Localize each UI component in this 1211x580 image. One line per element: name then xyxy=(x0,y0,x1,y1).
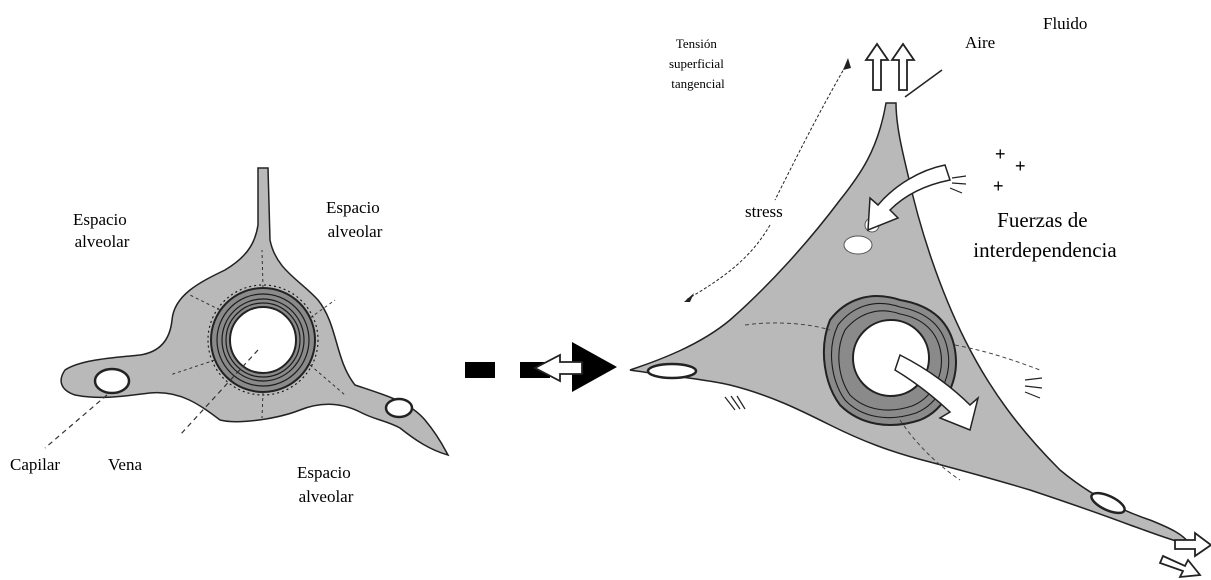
up-arrow-1 xyxy=(866,44,888,90)
label-tension-superficial: Tensión superficial tangencial xyxy=(669,36,727,91)
label-fuerzas-interdependencia: Fuerzas de interdependencia xyxy=(973,208,1117,262)
svg-text:+: + xyxy=(995,144,1006,164)
vein-lumen xyxy=(230,307,296,373)
capillary-left xyxy=(95,369,129,393)
label-capilar: Capilar xyxy=(10,455,60,474)
stretched-alveolar-junction: + + + xyxy=(630,103,1190,545)
label-espacio-alveolar-topright: Espacio alveolar xyxy=(326,198,384,241)
stretched-capillary-left xyxy=(648,364,696,378)
plus-signs: + + + xyxy=(993,144,1026,196)
up-arrow-2 xyxy=(892,44,914,90)
stress-arrow-head-bottom xyxy=(684,293,694,302)
arrow-dash-1 xyxy=(465,362,495,378)
label-aire: Aire xyxy=(965,33,995,52)
label-vena: Vena xyxy=(108,455,142,474)
right-arrow-2 xyxy=(1160,556,1200,577)
svg-text:+: + xyxy=(1015,156,1026,176)
label-stress: stress xyxy=(745,202,783,221)
aire-pointer xyxy=(905,70,942,97)
label-espacio-alveolar-bottom: Espacio alveolar xyxy=(297,463,355,506)
capillary-right xyxy=(386,399,412,417)
label-fluido: Fluido xyxy=(1043,14,1087,33)
label-espacio-alveolar-topleft: Espacio alveolar xyxy=(73,210,131,251)
capillary-pointer xyxy=(45,395,107,448)
svg-text:+: + xyxy=(993,176,1004,196)
stress-arrow-head-top xyxy=(843,58,851,70)
